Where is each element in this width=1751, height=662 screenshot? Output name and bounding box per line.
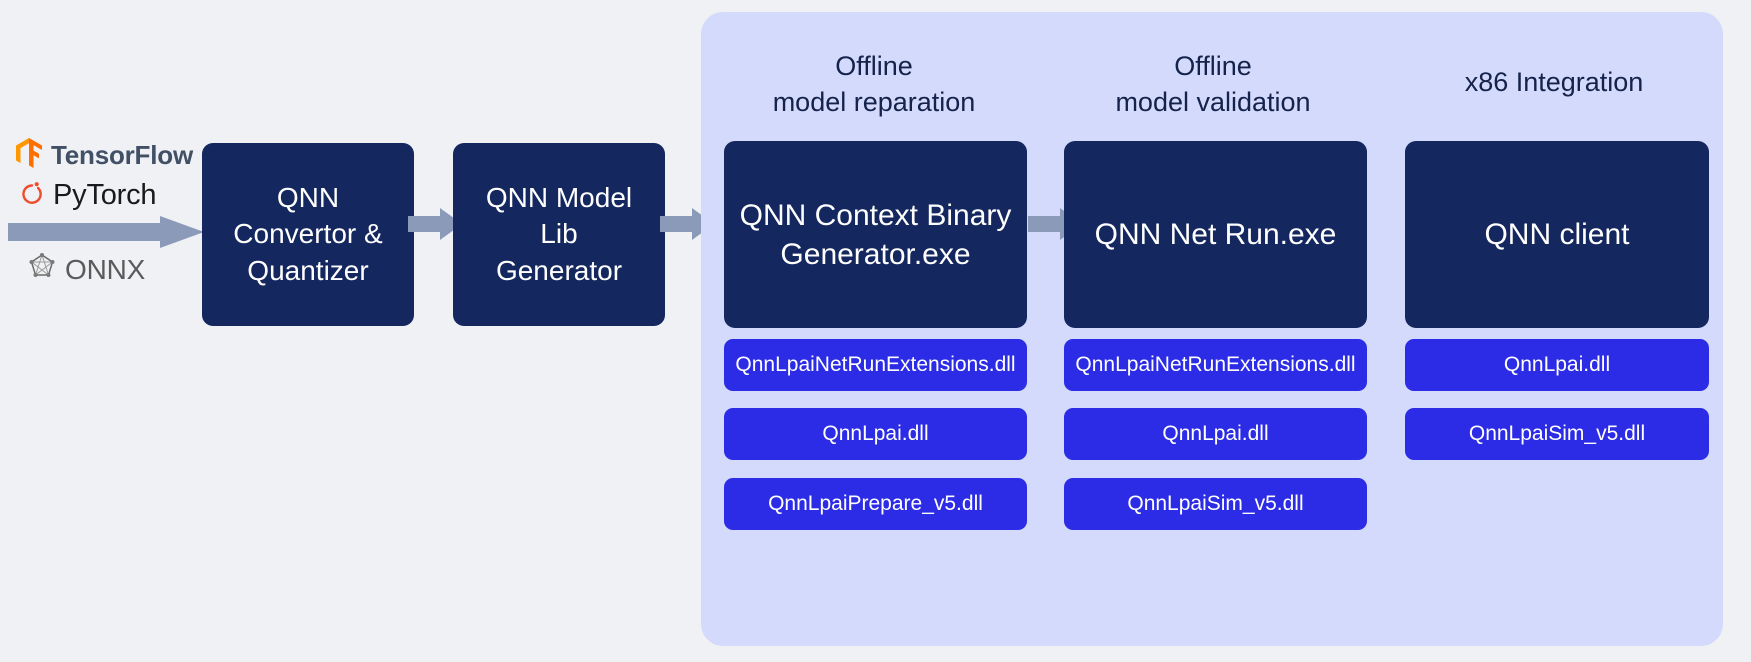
column-header-offline-model-reparation: Offline model reparation [772,51,976,117]
offline-tooling-panel [701,12,1723,646]
library-chip[interactable]: QnnLpaiNetRunExtensions.dll [1064,339,1367,391]
tensorflow-logo-icon [16,138,42,173]
library-chip[interactable]: QnnLpai.dll [1064,408,1367,460]
frameworks-to-converter-arrow [8,216,204,248]
process-label: QNN Net Run.exe [1094,218,1337,251]
process-label: QNN client [1484,218,1630,251]
framework-tensorflow: TensorFlow [16,138,193,173]
library-chip[interactable]: QnnLpai.dll [1405,339,1709,391]
libgen-to-contextbinary-arrow [660,207,714,241]
process-qnn-convertor-quantizer[interactable]: QNN Convertor & Quantizer [202,143,414,326]
framework-label: ONNX [65,253,146,285]
process-label: QNN Convertor & Quantizer [233,181,383,286]
process-qnn-context-binary-generator[interactable]: QNN Context Binary Generator.exe [724,141,1027,328]
library-chip[interactable]: QnnLpaiSim_v5.dll [1405,408,1709,460]
framework-pytorch: PyTorch [20,179,157,212]
process-qnn-net-run[interactable]: QNN Net Run.exe [1064,141,1367,328]
pytorch-logo-icon [20,179,44,212]
framework-label: PyTorch [53,179,157,211]
process-label: QNN Model Lib Generator [485,181,633,286]
library-chip[interactable]: QnnLpaiSim_v5.dll [1064,478,1367,530]
framework-onnx: ONNX [28,253,145,286]
converter-to-libgen-arrow [408,207,462,241]
process-qnn-client[interactable]: QNN client [1405,141,1709,328]
library-chip[interactable]: QnnLpaiNetRunExtensions.dll [724,339,1027,391]
process-label: QNN Context Binary Generator.exe [739,198,1012,271]
column-header-offline-model-validation: Offline model validation [1115,51,1311,117]
column-header-x86-integration: x86 Integration [1464,67,1644,97]
onnx-logo-icon [28,253,56,286]
process-qnn-model-lib-generator[interactable]: QNN Model Lib Generator [453,143,665,326]
library-chip[interactable]: QnnLpaiPrepare_v5.dll [724,478,1027,530]
framework-label: TensorFlow [51,140,193,170]
library-chip[interactable]: QnnLpai.dll [724,408,1027,460]
